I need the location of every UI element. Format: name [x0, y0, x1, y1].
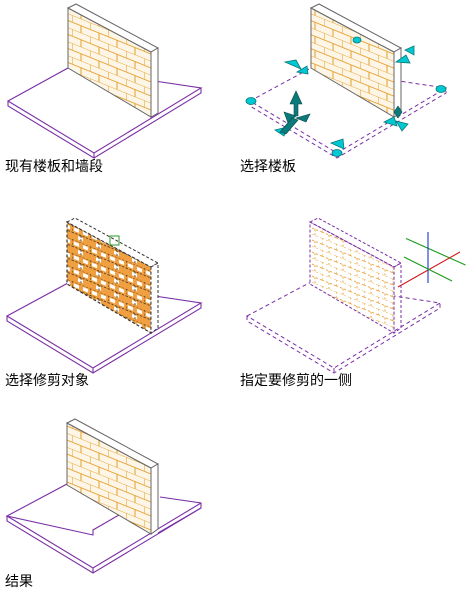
wall-end — [150, 463, 159, 535]
grip-arrow — [394, 54, 411, 64]
wall-end-dashed — [393, 262, 402, 334]
wall-top-dashed — [308, 217, 403, 268]
panel-existing — [6, 3, 203, 159]
panel-specify-side — [245, 217, 466, 374]
caption-select-trim-object: 选择修剪对象 — [5, 373, 89, 389]
grip-arrow — [382, 116, 398, 127]
wall-end — [150, 47, 159, 118]
caption-result: 结果 — [5, 574, 33, 590]
grip-circle — [245, 97, 257, 105]
wall-face-dashed — [309, 221, 395, 334]
grip-arrow — [395, 120, 409, 132]
grip-arrow — [295, 65, 309, 75]
grip-arrow — [329, 138, 345, 150]
grip-circle — [331, 149, 343, 157]
wall-top-selected — [65, 217, 160, 268]
panel-result — [5, 418, 202, 574]
move-gizmo — [279, 90, 403, 135]
caption-select-slab: 选择楼板 — [240, 159, 296, 175]
caption-specify-side: 指定要修剪的一侧 — [240, 373, 352, 389]
grip-arrow — [404, 45, 415, 56]
ucs-cursor-icon — [397, 232, 466, 288]
grip-arrow — [283, 59, 302, 70]
panel-select-trim-object — [5, 217, 203, 374]
wall-end-selected — [150, 262, 159, 334]
grip-circle — [352, 36, 362, 44]
grip-circle — [435, 85, 447, 93]
caption-existing: 现有楼板和墙段 — [5, 159, 103, 175]
panel-select-slab — [245, 3, 448, 159]
pick-box — [109, 235, 120, 246]
slab-outline-dashed — [245, 282, 442, 374]
